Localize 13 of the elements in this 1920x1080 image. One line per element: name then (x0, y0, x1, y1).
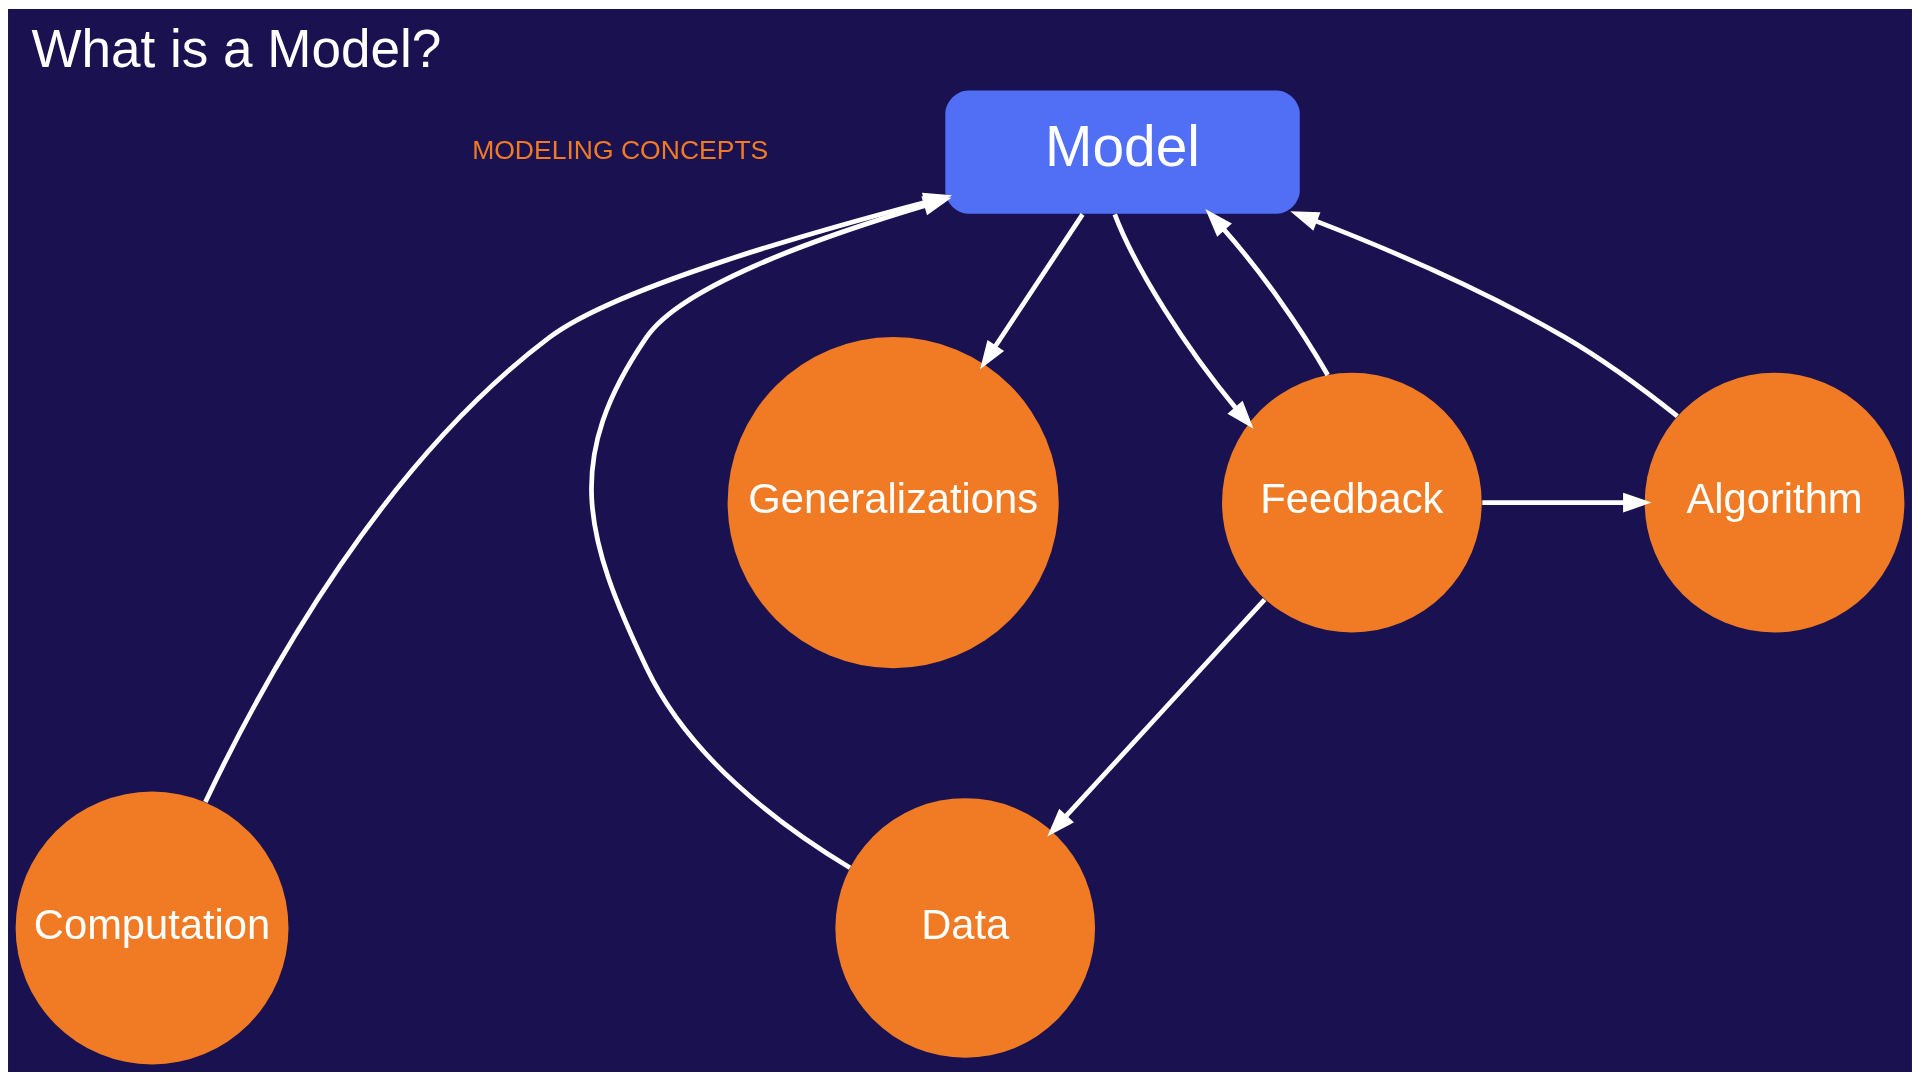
node-circle: Computation (15, 791, 289, 1064)
arrow (1290, 210, 1679, 418)
arrow (1047, 597, 1267, 837)
node-box: Model (945, 90, 1300, 214)
node-circle: Feedback (1222, 372, 1482, 632)
node-circle: Algorithm (1644, 372, 1905, 632)
arrow (1482, 492, 1652, 513)
diagram-title: What is a Model? (31, 18, 442, 78)
arrow (1112, 213, 1254, 429)
arrow (980, 212, 1085, 369)
label: MODELING CONCEPTS (472, 134, 769, 165)
node-circle: Data (835, 797, 1096, 1058)
arrow (1205, 208, 1330, 376)
